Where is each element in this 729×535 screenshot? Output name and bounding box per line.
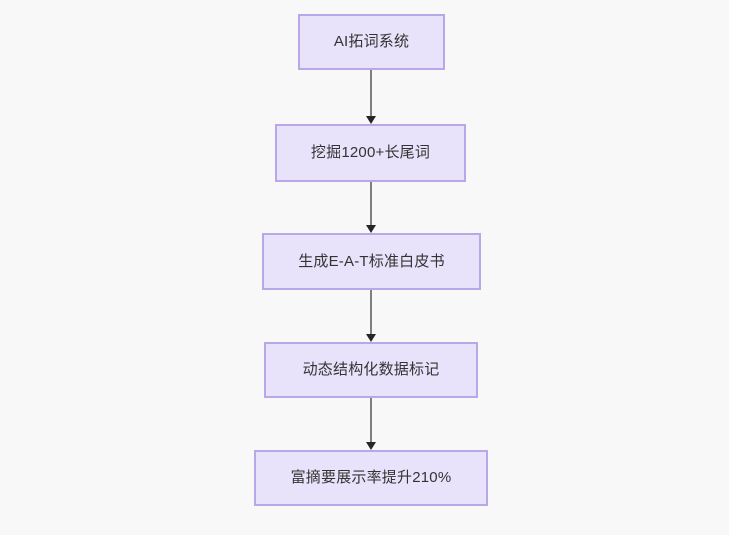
flow-node[interactable]: 动态结构化数据标记 [264, 342, 478, 398]
arrowhead-icon [366, 116, 376, 124]
flow-node[interactable]: 富摘要展示率提升210% [254, 450, 488, 506]
flow-node-label: AI拓词系统 [333, 33, 410, 50]
flow-node-label: 富摘要展示率提升210% [290, 469, 452, 486]
arrowhead-icon [366, 225, 376, 233]
arrowhead-icon [366, 442, 376, 450]
flow-node[interactable]: 挖掘1200+长尾词 [275, 124, 466, 182]
edge-line [370, 182, 372, 226]
edge-line [370, 290, 372, 335]
flow-node-label: 生成E-A-T标准白皮书 [298, 252, 445, 270]
flow-node[interactable]: AI拓词系统 [298, 14, 445, 70]
arrowhead-icon [366, 334, 376, 342]
edge-line [370, 398, 372, 443]
flow-node[interactable]: 生成E-A-T标准白皮书 [262, 233, 481, 290]
edge-line [370, 70, 372, 117]
flow-node-label: 动态结构化数据标记 [302, 361, 440, 378]
flow-node-label: 挖掘1200+长尾词 [310, 144, 431, 161]
